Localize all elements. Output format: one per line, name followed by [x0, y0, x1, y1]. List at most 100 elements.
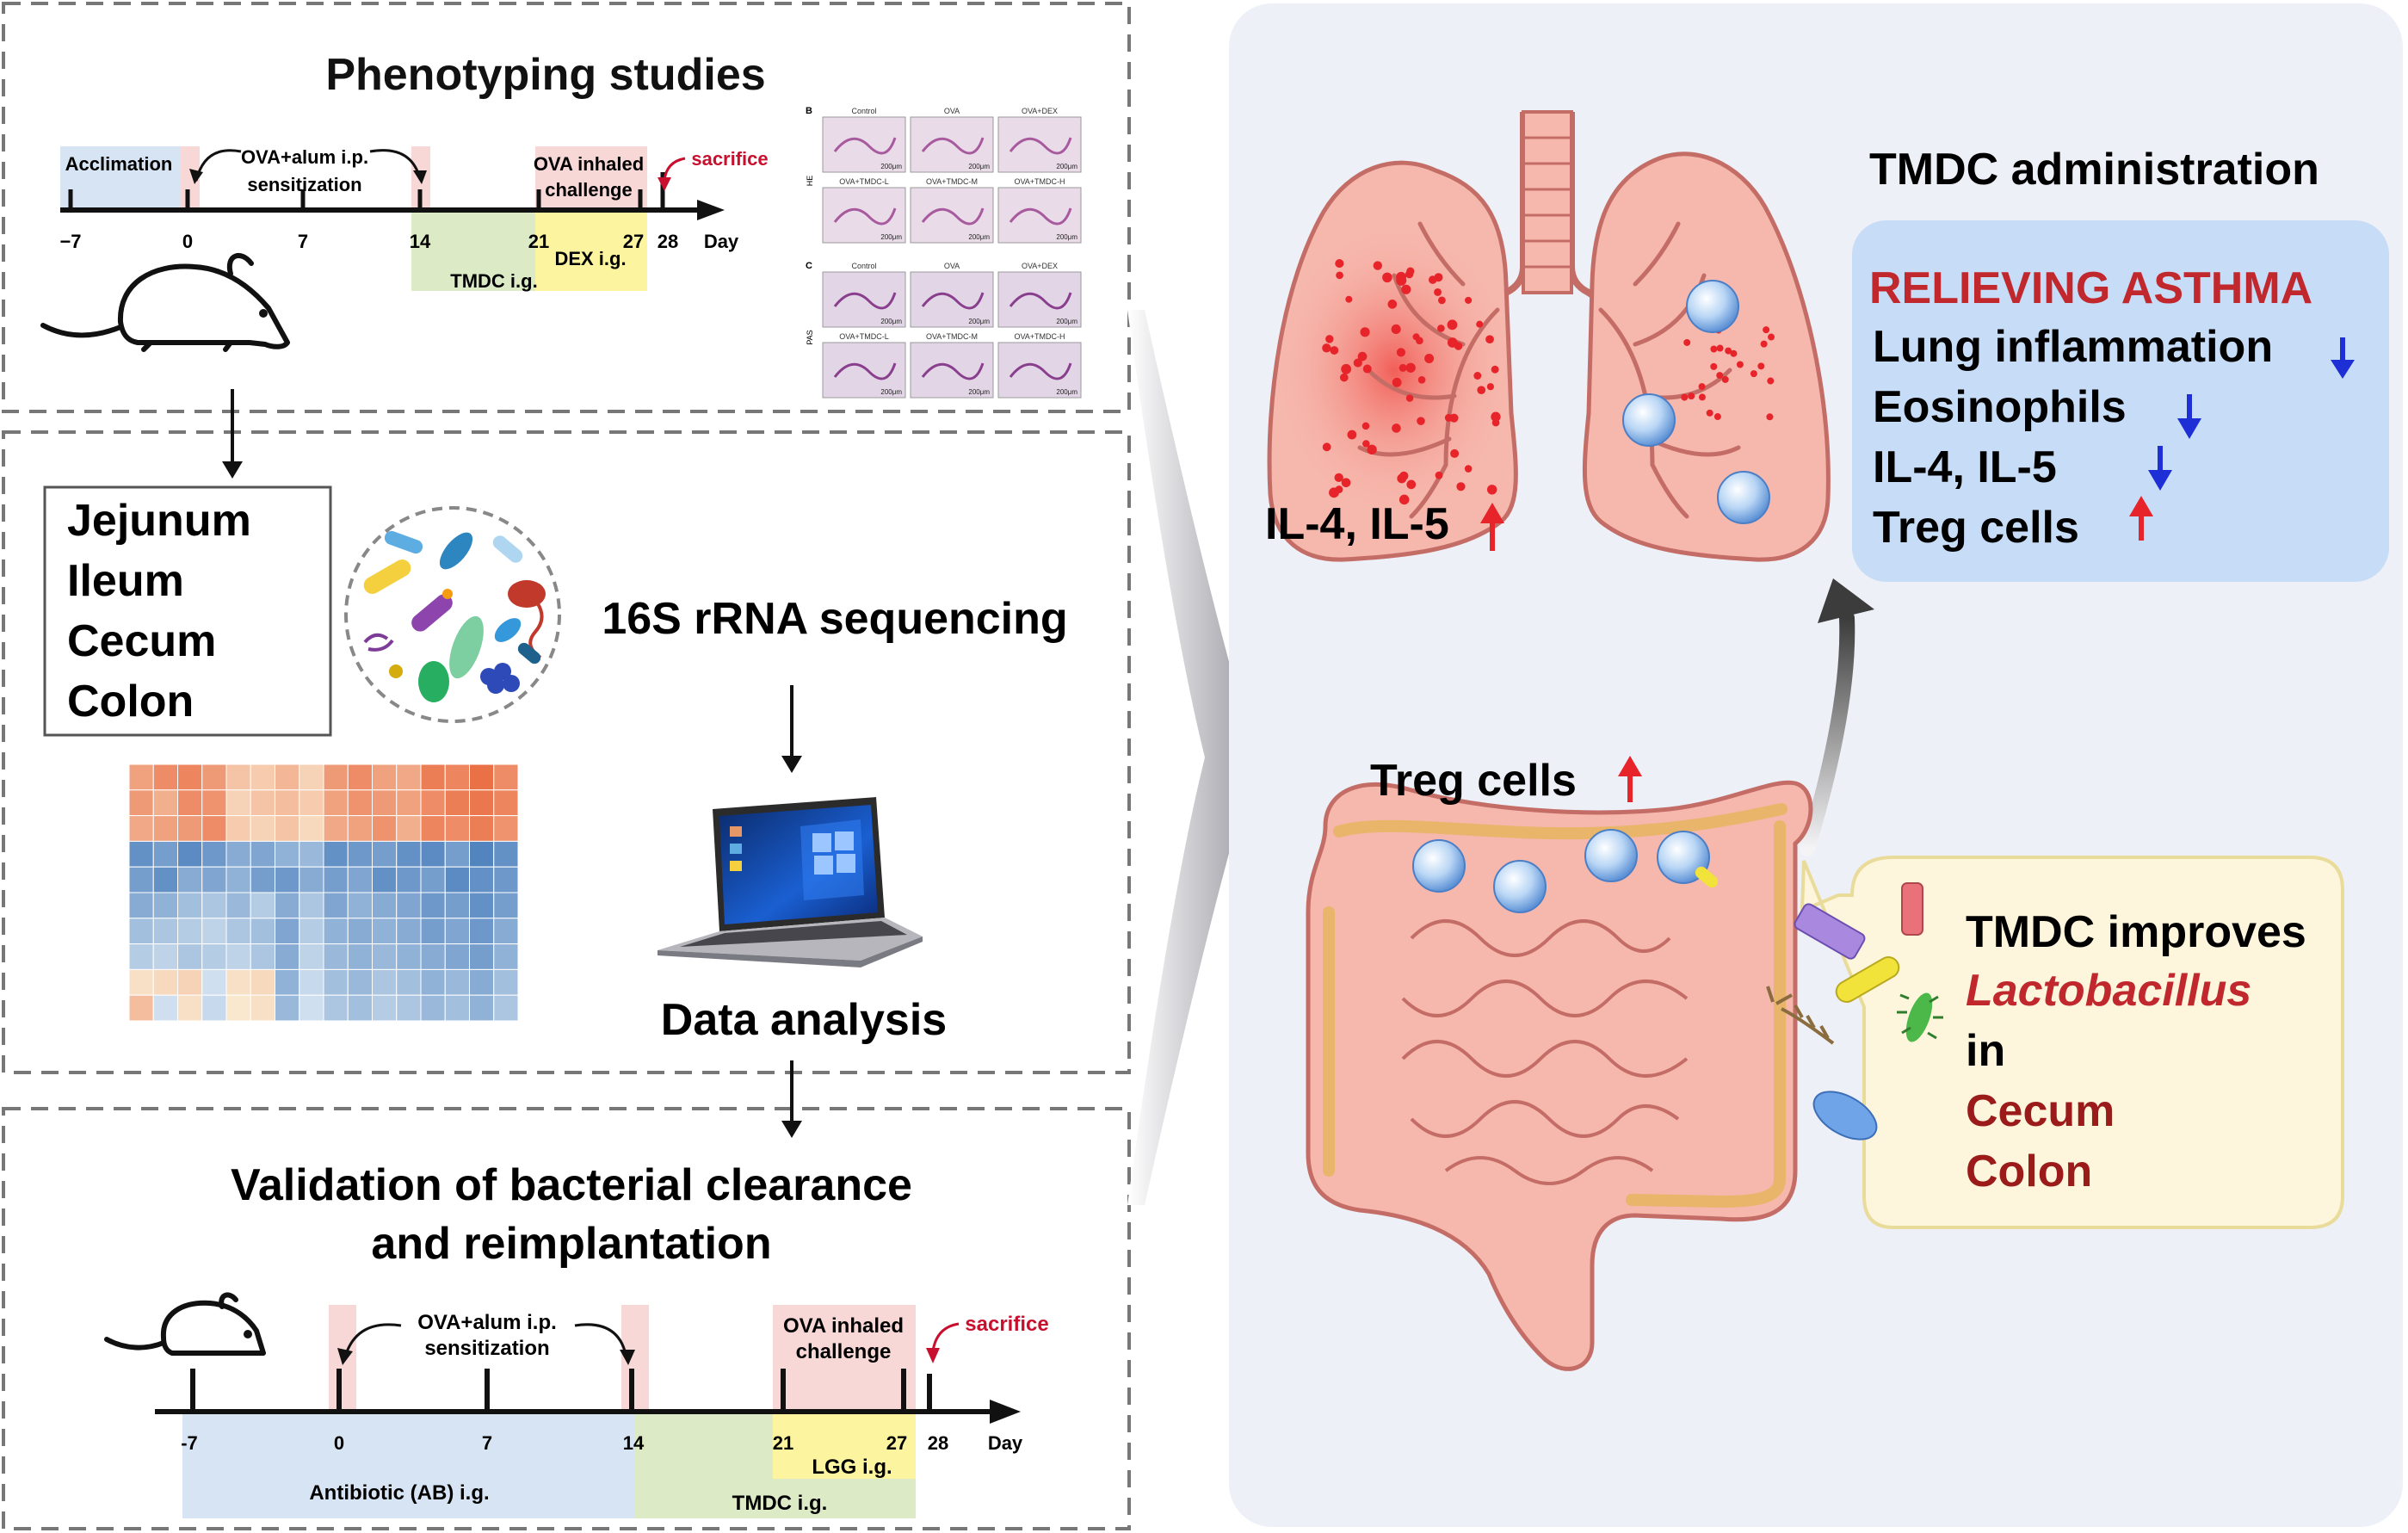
heatmap-cell — [152, 994, 178, 1022]
tick-label: 14 — [410, 231, 431, 252]
lacto-genus: Lactobacillus — [1966, 966, 2251, 1016]
histology-label: OVA+TMDC-M — [926, 332, 978, 341]
heatmap-cell — [250, 918, 275, 945]
inflammation-dot — [1325, 335, 1334, 343]
down-arrow-icon — [2148, 446, 2172, 491]
heatmap-cell — [493, 866, 519, 893]
inflammation-dot — [1710, 345, 1718, 353]
heatmap-cell — [493, 968, 519, 996]
heatmap-cell — [493, 943, 519, 970]
heatmap-cell — [347, 789, 373, 817]
heatmap-cell — [469, 892, 495, 919]
heatmap-cell — [225, 968, 251, 996]
relieving-asthma-label: RELIEVING ASTHMA — [1869, 263, 2312, 313]
scale-label: 200μm — [880, 233, 902, 241]
heatmap-cell — [128, 866, 154, 893]
challenge-label: OVA inhaled — [534, 153, 644, 175]
inflammation-dot — [1322, 442, 1331, 452]
gut-sites-box — [43, 485, 332, 737]
inflammation-dot — [1362, 440, 1370, 448]
heatmap-cell — [347, 918, 373, 945]
validation-timeline: -7 0 7 14 21 27 28 Day OVA+alum i.p. sen… — [155, 1305, 1049, 1518]
heatmap-cell — [275, 840, 300, 868]
inflammation-dot — [1477, 386, 1486, 395]
inflammation-dot — [1444, 413, 1453, 422]
heatmap-cell — [201, 840, 227, 868]
effects-box — [1852, 220, 2389, 582]
heatmap-cell — [347, 840, 373, 868]
heatmap-cell — [444, 789, 470, 817]
heatmap-cell — [152, 866, 178, 893]
histology-tissue — [921, 362, 985, 380]
heatmap-cell — [177, 763, 203, 791]
inflammation-dot — [1464, 465, 1473, 473]
heatmap-cell — [469, 943, 495, 970]
tmdc-administration-label: TMDC administration — [1869, 145, 2319, 195]
inflammation-dot — [1698, 393, 1706, 401]
validation-panel — [2, 1107, 1131, 1530]
flow-arrowhead — [222, 461, 243, 479]
heatmap-cell — [275, 918, 300, 945]
heatmap-cell — [152, 918, 178, 945]
treg-cell-icon — [1412, 839, 1466, 893]
inflammation-dot — [1392, 377, 1402, 387]
inflammation-dot — [1335, 259, 1344, 269]
histology-tissue — [833, 362, 897, 380]
lgg-label: LGG i.g. — [812, 1456, 892, 1479]
inflammation-dot — [1424, 353, 1435, 364]
heatmap-cell — [128, 789, 154, 817]
inflammation-dot — [1450, 448, 1460, 458]
histology-tissue — [921, 137, 985, 155]
heatmap-cell — [128, 763, 154, 791]
heatmap-cell — [152, 840, 178, 868]
heatmap-cell — [420, 789, 446, 817]
tick-label: 7 — [298, 231, 308, 252]
inflammation-dot — [1491, 411, 1501, 422]
heatmap-cell — [323, 789, 349, 817]
inflammation-dot — [1491, 365, 1499, 374]
inflammation-dot — [1341, 478, 1351, 488]
inflammation-dot — [1706, 409, 1713, 417]
sacrifice-arrowhead — [926, 1348, 940, 1363]
arc-head — [413, 170, 427, 184]
heatmap-cell — [420, 815, 446, 842]
treg-cell-icon — [1622, 393, 1676, 447]
challenge-label-2: challenge — [796, 1340, 892, 1363]
dex-label: DEX i.g. — [554, 248, 626, 269]
heatmap-cell — [396, 763, 422, 791]
inflammation-dot — [1710, 362, 1718, 370]
inflammation-dot — [1730, 349, 1738, 357]
heatmap-cell — [493, 763, 519, 791]
tick-label: 27 — [623, 231, 644, 252]
inflammation-dot — [1721, 375, 1729, 383]
heatmap-cell — [469, 840, 495, 868]
sensitization-label-2: sensitization — [247, 174, 361, 195]
histology-tissue — [1009, 362, 1072, 380]
inflammation-dot — [1486, 485, 1497, 495]
lungs-illustration — [1267, 110, 1831, 562]
inflammation-dot — [1347, 430, 1357, 440]
heatmap-cell — [201, 918, 227, 945]
histology-figure: Control200μmOVA200μmOVA+DEX200μmOVA+TMDC… — [806, 106, 1082, 399]
heatmap — [128, 763, 519, 1022]
heatmap-cell — [225, 892, 251, 919]
heatmap-cell — [275, 892, 300, 919]
up-arrow-icon — [1480, 503, 1504, 551]
antibiotic-block — [182, 1413, 635, 1518]
inflammation-dot — [1322, 343, 1331, 353]
heatmap-cell — [225, 789, 251, 817]
heatmap-cell — [250, 943, 275, 970]
scale-label: 200μm — [1056, 233, 1077, 241]
inflammation-dot — [1688, 393, 1695, 400]
inflammation-dot — [1768, 333, 1775, 341]
treg-cell-icon — [1717, 471, 1770, 524]
heatmap-cell — [347, 815, 373, 842]
inflammation-dot — [1387, 300, 1398, 309]
heatmap-cell — [275, 866, 300, 893]
inflammation-dot — [1760, 340, 1768, 348]
inflammation-dot — [1417, 375, 1426, 384]
heatmap-cell — [396, 968, 422, 996]
inflammation-dot — [1345, 295, 1353, 303]
histology-tissue — [921, 292, 985, 310]
